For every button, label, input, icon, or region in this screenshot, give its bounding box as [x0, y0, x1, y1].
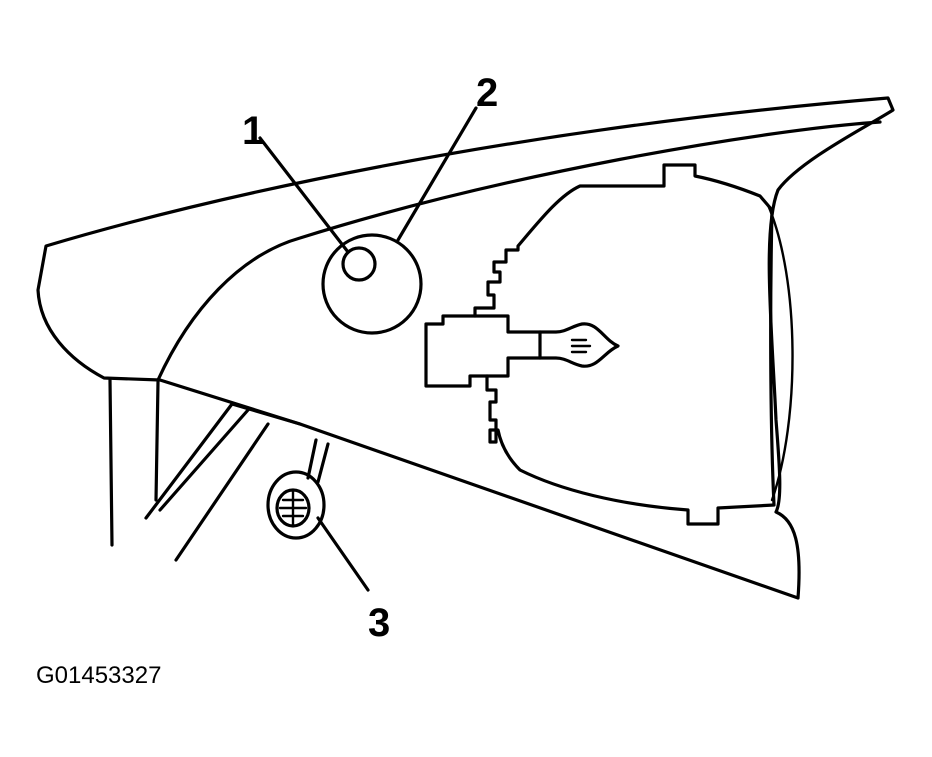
reflector-cutaway [424, 163, 776, 526]
housing-outline [36, 96, 895, 600]
bolt-washer [266, 470, 326, 540]
leader-lines [258, 106, 478, 592]
pillar-line-right [154, 380, 160, 502]
lens-edge [766, 203, 794, 502]
bolt-shank [306, 438, 330, 484]
aim-adjuster [321, 233, 423, 335]
leader-line-2 [396, 106, 478, 242]
bulb-filament [570, 338, 592, 354]
bolt-head-facets [278, 489, 308, 527]
bulb-socket [473, 314, 542, 378]
housing-inner-rim [156, 120, 882, 382]
bulb-glass [538, 322, 620, 368]
vehicle-body-lines [108, 378, 302, 562]
body-diagonal-3 [174, 422, 270, 562]
body-diagonal-2 [158, 408, 250, 512]
leader-line-1 [258, 136, 350, 254]
adjuster-cap [341, 246, 377, 282]
callout-2: 2 [476, 71, 498, 115]
figure-id: G01453327 [36, 662, 161, 689]
body-diagonal-4 [230, 402, 302, 426]
callout-1: 1 [242, 109, 264, 153]
leader-line-3 [316, 516, 370, 592]
headlamp-housing [36, 96, 895, 600]
adjuster-cover-ring [321, 233, 423, 335]
pillar-line-left [108, 378, 114, 547]
callout-3: 3 [368, 601, 390, 645]
mounting-bolt [266, 438, 330, 540]
body-diagonal-1 [144, 402, 234, 520]
reflector-outline [424, 163, 776, 526]
